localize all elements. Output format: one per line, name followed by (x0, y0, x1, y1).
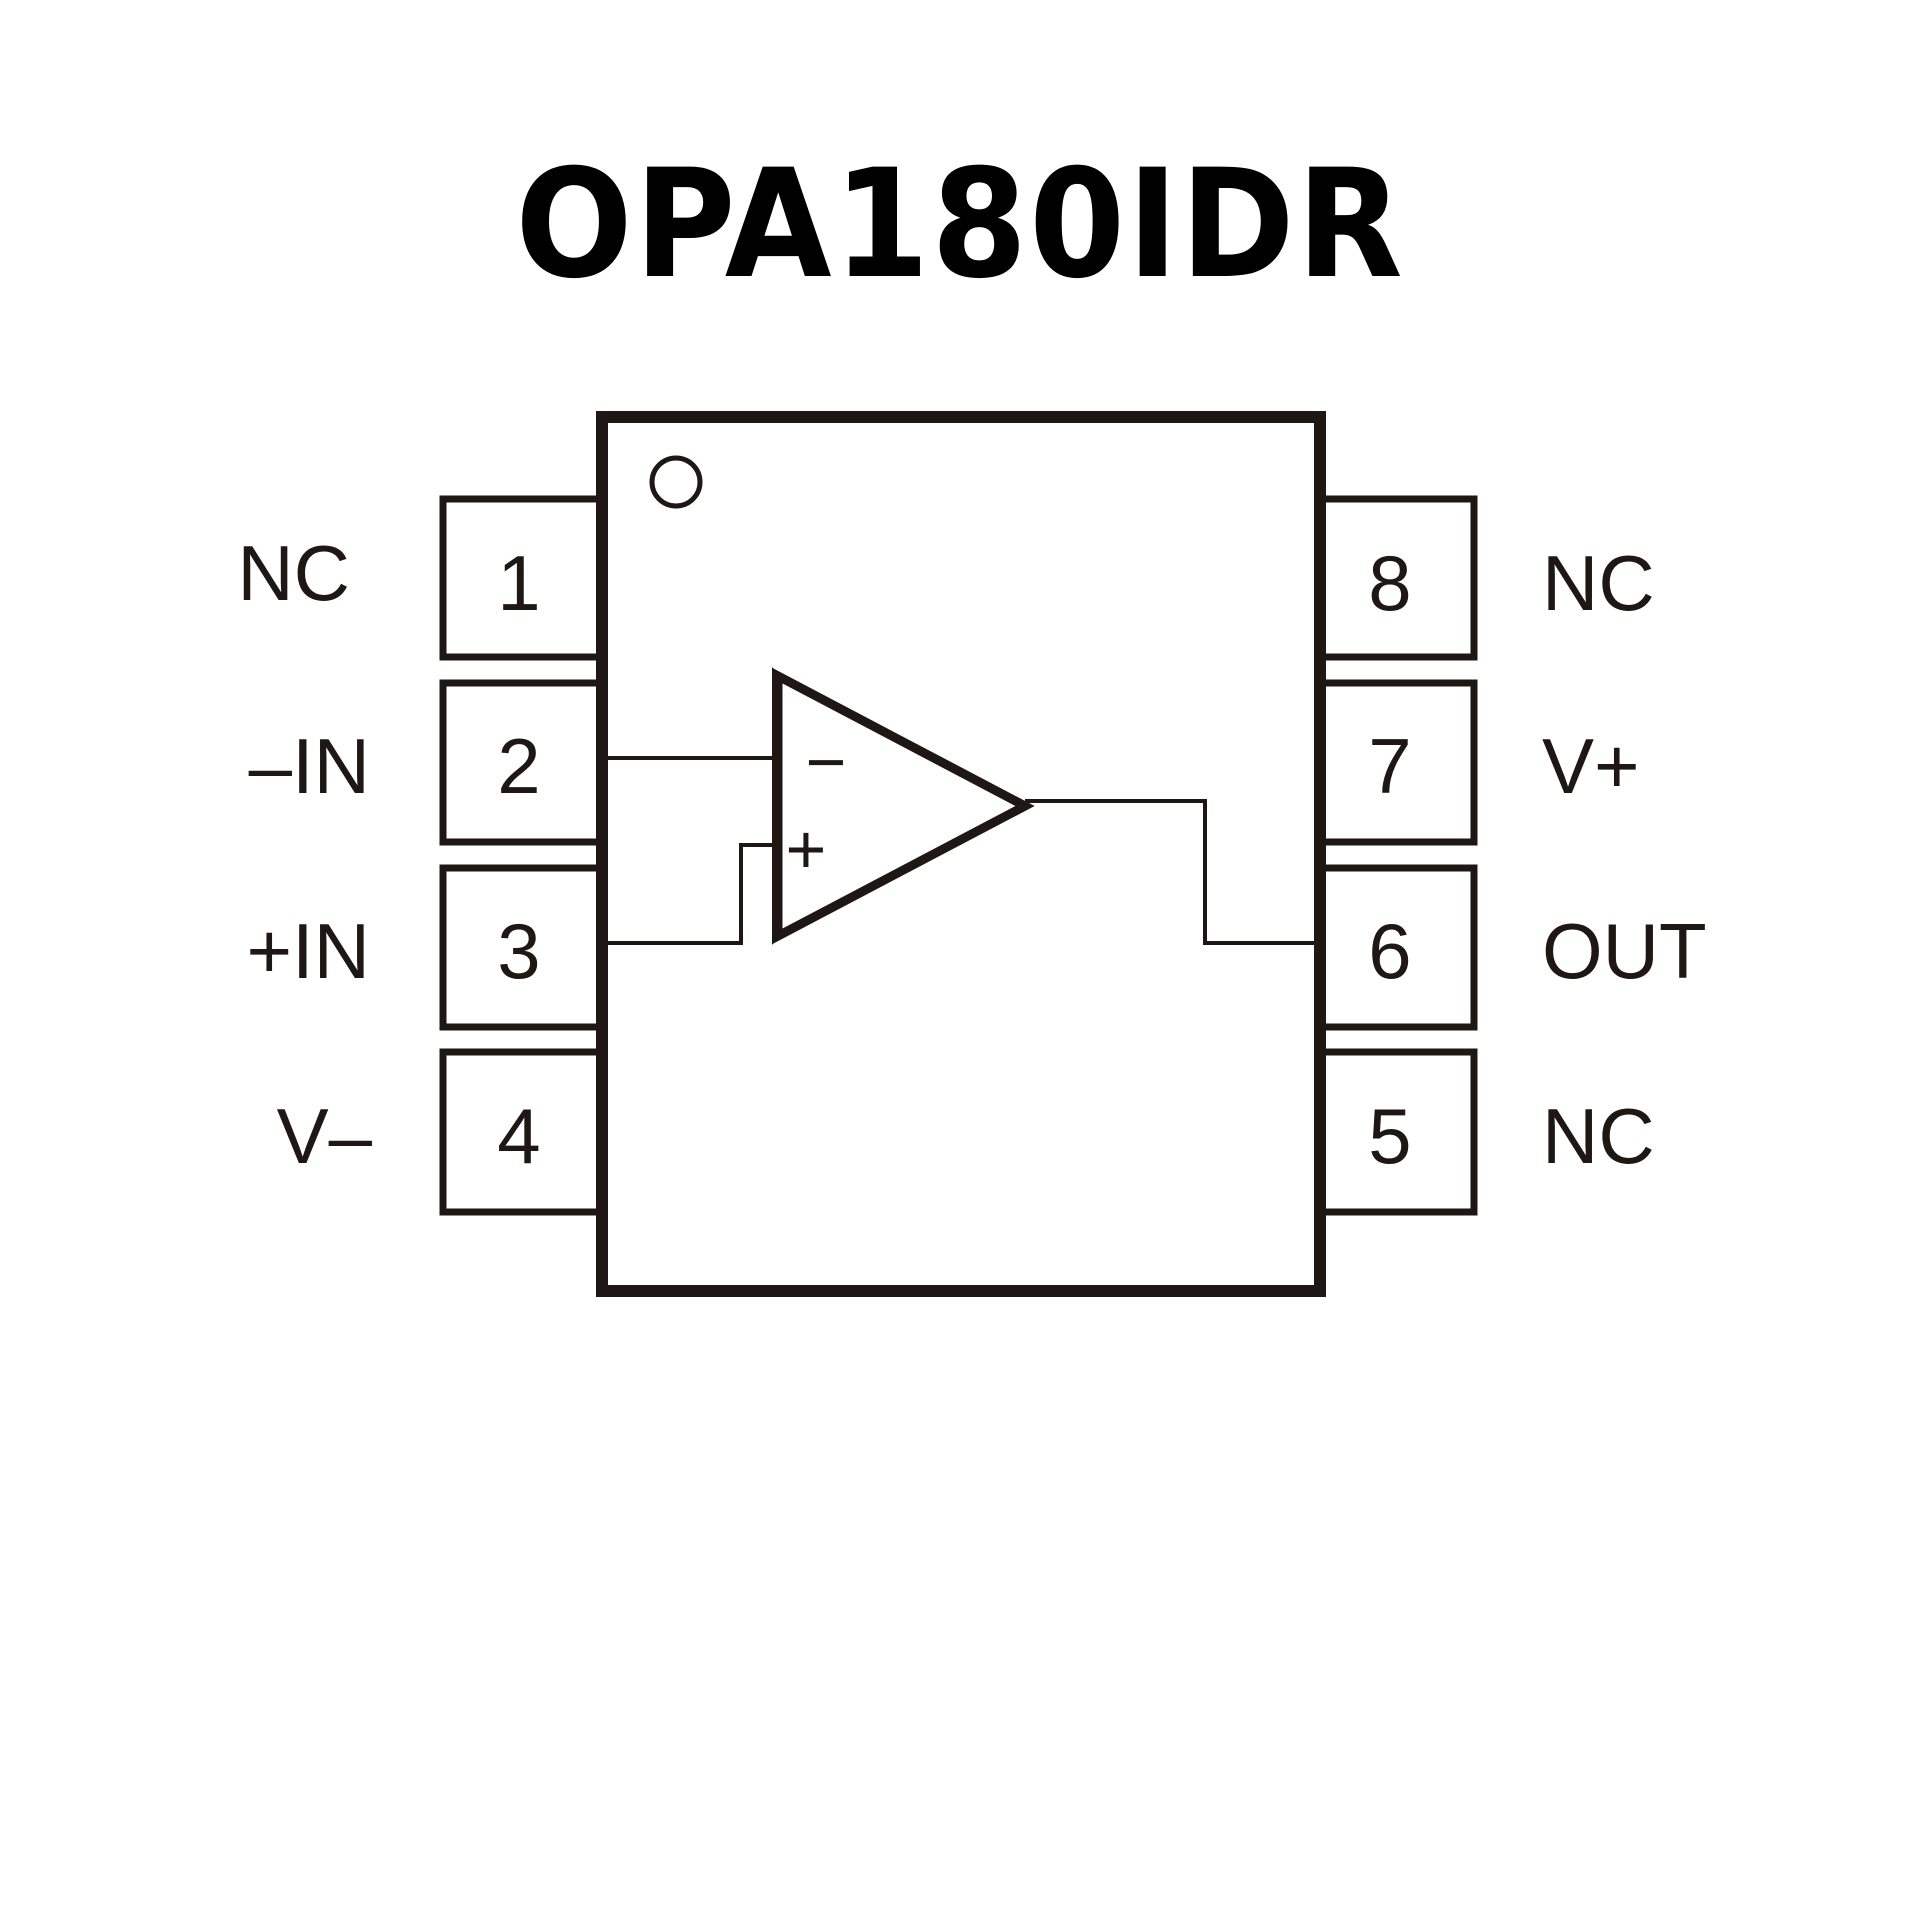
ic-body (596, 411, 1326, 1297)
part-number-title: OPA180IDR (515, 138, 1405, 312)
pin-label: NC (237, 529, 350, 617)
pin-label: –IN (249, 722, 370, 810)
pin-number: 4 (497, 1092, 540, 1180)
left-pin-3: 3 +IN (246, 864, 596, 1031)
right-pin-7: 7 V+ (1326, 679, 1640, 846)
pin-number: 5 (1368, 1092, 1411, 1180)
pin-label: V– (277, 1092, 373, 1180)
noninverting-input-sign: + (786, 810, 827, 888)
pin-number: 1 (497, 539, 540, 627)
right-pin-8: 8 NC (1326, 495, 1655, 661)
left-pin-2: 2 –IN (249, 679, 596, 846)
wire-output (1025, 799, 1314, 945)
pin-number: 3 (497, 907, 540, 995)
pin-label: V+ (1542, 722, 1640, 810)
left-pin-4: 4 V– (277, 1048, 596, 1216)
right-pin-5: 5 NC (1326, 1048, 1655, 1216)
pin-number: 2 (497, 722, 540, 810)
pin1-orientation-mark (649, 455, 703, 509)
pin-number: 6 (1368, 907, 1411, 995)
pin-label: NC (1542, 539, 1655, 627)
inverting-input-sign: − (806, 723, 847, 801)
pin-label: +IN (246, 907, 370, 995)
wire-noninverting-input (608, 843, 778, 945)
pin-number: 8 (1368, 539, 1411, 627)
right-pin-6: 6 OUT (1326, 864, 1707, 1031)
pin-label: OUT (1542, 907, 1707, 995)
opamp-triangle (773, 668, 1035, 944)
left-pin-1: 1 NC (237, 495, 596, 661)
pin-label: NC (1542, 1092, 1655, 1180)
pin-number: 7 (1368, 722, 1411, 810)
